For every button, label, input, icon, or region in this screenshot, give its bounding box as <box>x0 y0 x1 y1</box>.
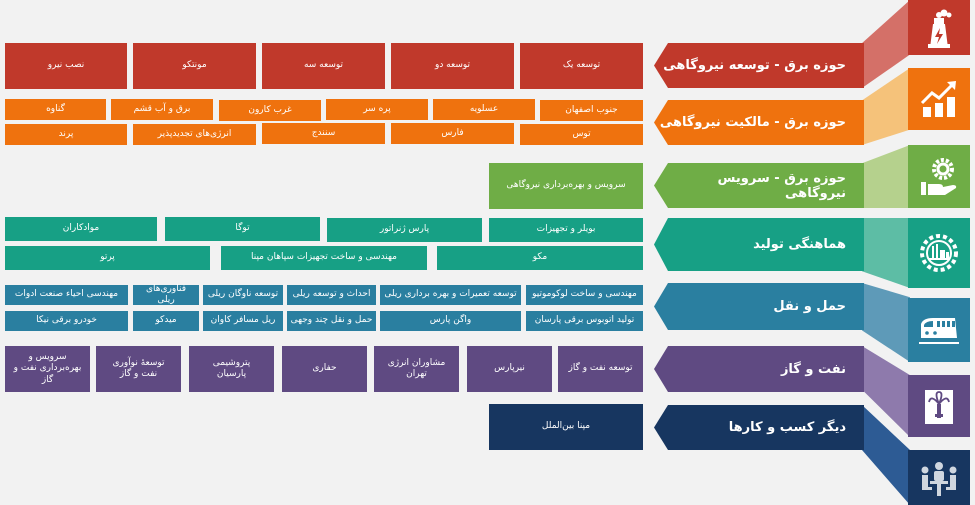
company-box[interactable]: توسعهٔ نوآوری نفت و گاز <box>96 346 181 392</box>
company-box[interactable]: برق و آب قشم <box>111 99 213 120</box>
company-box[interactable]: پره سر <box>326 99 428 120</box>
company-box[interactable]: پتروشیمی پارسیان <box>189 346 274 392</box>
meeting-people-icon <box>921 461 957 496</box>
company-box[interactable]: ریل مسافر کاوان <box>203 311 283 331</box>
company-box[interactable]: حفاری <box>282 346 367 392</box>
icon-tile-other-businesses <box>908 450 970 505</box>
company-box[interactable]: پارس ژنراتور <box>327 218 482 242</box>
company-box[interactable]: جنوب اصفهان <box>540 100 643 121</box>
company-box[interactable]: مهندسی و ساخت لوکوموتیو <box>526 285 643 305</box>
icon-tile-power-ownership <box>908 68 970 130</box>
company-box[interactable]: مپنا بین‌الملل <box>489 404 643 450</box>
company-box[interactable]: مهندسی و ساخت تجهیزات سپاهان مپنا <box>221 246 427 270</box>
category-banner-power-ownership[interactable]: حوزه برق - مالکیت نیروگاهی <box>654 100 864 145</box>
connector-transportation <box>862 283 910 362</box>
company-box[interactable]: توسعه نفت و گاز <box>558 346 643 392</box>
company-box[interactable]: خودرو برقی نیکا <box>5 311 128 331</box>
oil-well-icon <box>925 390 953 424</box>
connector-power-service <box>862 145 910 208</box>
train-icon <box>919 318 959 344</box>
power-plant-icon <box>928 9 952 48</box>
company-box[interactable]: پرند <box>5 124 127 145</box>
growth-chart-icon <box>920 81 956 117</box>
company-box[interactable]: موادکاران <box>5 217 157 241</box>
company-box[interactable]: بویلر و تجهیزات <box>489 218 643 242</box>
category-banner-transportation[interactable]: حمل و نقل <box>654 283 864 330</box>
company-box[interactable]: توسعه ناوگان ریلی <box>203 285 283 305</box>
company-box[interactable]: توسعه یک <box>520 43 643 89</box>
company-box[interactable]: میدکو <box>133 311 199 331</box>
category-banner-power-development[interactable]: حوزه برق - توسعه نیروگاهی <box>654 43 864 88</box>
company-box[interactable]: احداث و توسعه ریلی <box>287 285 376 305</box>
category-title: هماهنگی تولید <box>753 237 846 252</box>
category-title: نفت و گاز <box>780 361 846 377</box>
company-box[interactable]: غرب کارون <box>219 100 321 121</box>
company-box[interactable]: عسلویه <box>433 99 535 120</box>
company-box[interactable]: مونتکو <box>133 43 256 89</box>
company-box[interactable]: واگن پارس <box>380 311 521 331</box>
company-box[interactable]: حمل و نقل چند وجهی <box>287 311 376 331</box>
company-box[interactable]: مکو <box>437 246 643 270</box>
company-box[interactable]: مهندسی احیاء صنعت ادوات <box>5 285 128 305</box>
category-title: حوزه برق - مالکیت نیروگاهی <box>659 115 846 130</box>
company-box[interactable]: توسعه سه <box>262 43 385 89</box>
icon-tile-power-development <box>908 0 970 55</box>
category-title: حوزه برق - توسعه نیروگاهی <box>663 58 846 73</box>
gear-hand-icon <box>921 157 957 195</box>
category-title: حوزه برق - سرویس نیروگاهی <box>717 170 846 201</box>
connector-production-coordination <box>862 218 910 288</box>
company-box[interactable]: نصب نیرو <box>5 43 127 89</box>
company-box[interactable]: فارس <box>391 123 514 144</box>
company-box[interactable]: سرویس و بهره‌برداری نیروگاهی <box>489 163 643 209</box>
company-box[interactable]: مشاوران انرژی تهران <box>374 346 459 392</box>
icon-tile-oil-gas <box>908 375 970 437</box>
company-box[interactable]: نیرپارس <box>467 346 552 392</box>
icon-tile-transportation <box>908 298 970 362</box>
company-box[interactable]: گناوه <box>5 99 106 120</box>
company-box[interactable]: انرژی‌های تجدیدپذیر <box>133 124 256 145</box>
company-box[interactable]: سرویس و بهره‌برداری نفت و گاز <box>5 346 90 392</box>
company-box[interactable]: توسعه دو <box>391 43 514 89</box>
company-box[interactable]: سنندج <box>262 123 385 144</box>
category-banner-power-service[interactable]: حوزه برق - سرویس نیروگاهی <box>654 163 864 208</box>
icon-tile-power-service <box>908 145 970 208</box>
company-box[interactable]: توسعه تعمیرات و بهره برداری ریلی <box>380 285 521 305</box>
category-banner-production-coordination[interactable]: هماهنگی تولید <box>654 218 864 271</box>
factory-gear-icon <box>920 234 958 272</box>
category-title: دیگر کسب و کارها <box>728 420 846 435</box>
company-box[interactable]: فناوری‌های ریلی <box>133 284 199 305</box>
company-box[interactable]: توس <box>520 124 643 145</box>
category-title: حمل و نقل <box>773 299 846 314</box>
company-box[interactable]: پرتو <box>5 246 210 270</box>
category-banner-other-businesses[interactable]: دیگر کسب و کارها <box>654 405 864 450</box>
company-box[interactable]: توگا <box>165 217 320 241</box>
company-box[interactable]: تولید اتوبوس برقی پارسان <box>526 311 643 331</box>
icon-tile-production-coordination <box>908 218 970 288</box>
category-banner-oil-gas[interactable]: نفت و گاز <box>654 346 864 392</box>
